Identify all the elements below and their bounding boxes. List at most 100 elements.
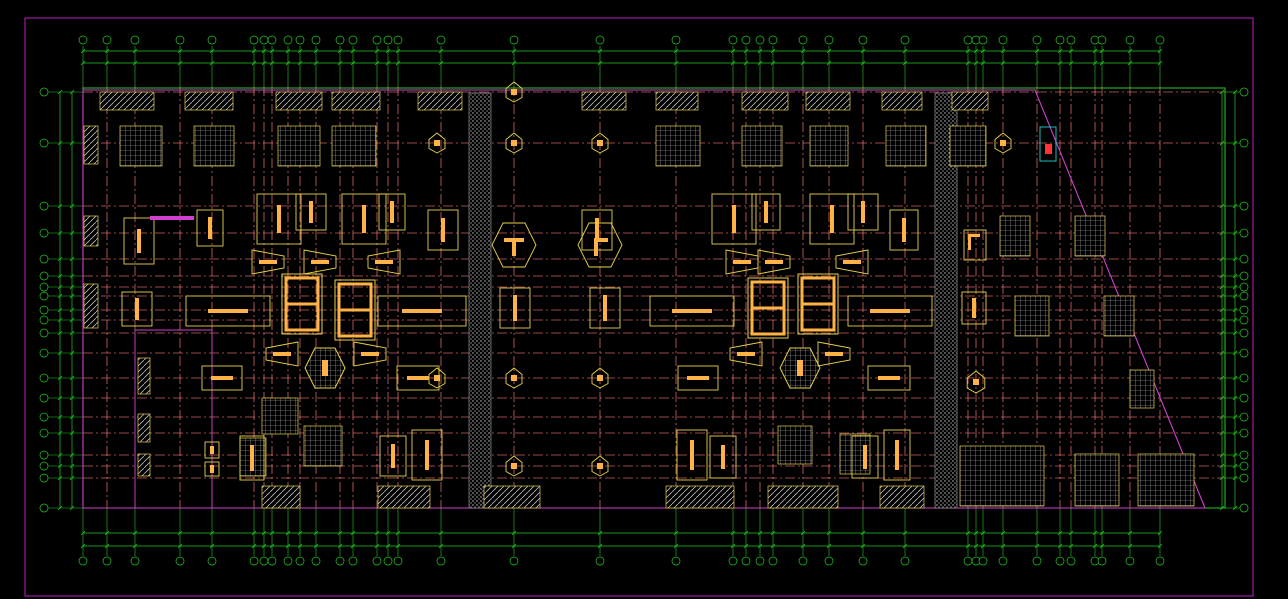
axis-bubble bbox=[259, 556, 269, 566]
dim-tick bbox=[69, 273, 75, 279]
column bbox=[1000, 140, 1006, 146]
footing-rect bbox=[589, 287, 621, 329]
axis-bubble bbox=[595, 35, 605, 45]
footing-rect bbox=[847, 295, 933, 327]
dim-tick bbox=[980, 48, 986, 54]
dim-tick bbox=[385, 48, 391, 54]
dim-tick bbox=[1219, 307, 1225, 313]
axis-bubble bbox=[728, 35, 738, 45]
column bbox=[797, 360, 803, 376]
dim-tick bbox=[350, 543, 356, 549]
dim-tick bbox=[1219, 284, 1225, 290]
dim-tick bbox=[269, 48, 275, 54]
dim-tick bbox=[350, 530, 356, 536]
pile-cap bbox=[303, 425, 343, 467]
axis-bubble bbox=[130, 556, 140, 566]
axis-bubble bbox=[755, 556, 765, 566]
dim-tick bbox=[285, 48, 291, 54]
dim-tick bbox=[1099, 48, 1105, 54]
wall-block-top bbox=[805, 91, 851, 111]
detail-box bbox=[1039, 126, 1057, 162]
axis-bubble bbox=[963, 556, 973, 566]
footing-rect bbox=[295, 193, 327, 231]
dim-tick bbox=[860, 543, 866, 549]
pile-cap bbox=[741, 125, 783, 167]
pile-cap bbox=[1129, 369, 1155, 409]
column-l-stem bbox=[594, 238, 598, 256]
axis-bubble bbox=[295, 556, 305, 566]
dim-tick bbox=[261, 60, 267, 66]
axis-bubble bbox=[755, 35, 765, 45]
dim-tick bbox=[57, 140, 63, 146]
axis-bubble bbox=[39, 254, 49, 264]
column bbox=[765, 260, 783, 264]
dim-tick bbox=[1219, 414, 1225, 420]
dim-tick bbox=[1068, 543, 1074, 549]
dim-tick bbox=[69, 475, 75, 481]
pile-cap bbox=[261, 397, 299, 435]
column bbox=[441, 218, 445, 242]
axis-bubble bbox=[39, 461, 49, 471]
footing-trapezoid bbox=[729, 341, 763, 367]
dim-tick bbox=[973, 60, 979, 66]
axis-bubble bbox=[1239, 473, 1249, 483]
dim-tick bbox=[511, 48, 517, 54]
column bbox=[511, 463, 517, 469]
dim-tick bbox=[770, 530, 776, 536]
footing-hex-large bbox=[577, 222, 623, 268]
dim-tick bbox=[104, 543, 110, 549]
axis-bubble bbox=[39, 393, 49, 403]
dim-tick bbox=[1232, 203, 1238, 209]
column-l-top bbox=[594, 238, 608, 242]
dim-tick bbox=[80, 60, 86, 66]
dim-tick bbox=[730, 48, 736, 54]
footing-rect bbox=[396, 365, 440, 391]
dim-tick bbox=[511, 543, 517, 549]
dim-tick bbox=[69, 140, 75, 146]
axis-bubble bbox=[509, 35, 519, 45]
core-outline bbox=[334, 279, 376, 341]
dim-tick bbox=[297, 543, 303, 549]
dim-tick bbox=[1000, 48, 1006, 54]
footing-rect bbox=[499, 287, 531, 329]
dim-tick bbox=[826, 543, 832, 549]
wall-block-side bbox=[137, 357, 151, 395]
dim-tick bbox=[902, 530, 908, 536]
dim-tick bbox=[57, 317, 63, 323]
dim-tick bbox=[69, 203, 75, 209]
dim-tick bbox=[1092, 48, 1098, 54]
column bbox=[434, 140, 440, 146]
column bbox=[425, 440, 429, 470]
dim-tick bbox=[269, 60, 275, 66]
dim-tick bbox=[313, 48, 319, 54]
dim-tick bbox=[597, 48, 603, 54]
dim-tick bbox=[57, 293, 63, 299]
dim-tick bbox=[1232, 256, 1238, 262]
axis-bubble bbox=[207, 35, 217, 45]
axis-bubble bbox=[348, 556, 358, 566]
dim-tick bbox=[69, 256, 75, 262]
dim-tick bbox=[770, 48, 776, 54]
dim-tick bbox=[395, 48, 401, 54]
footing-hex bbox=[505, 132, 523, 154]
footing-rect bbox=[427, 209, 459, 251]
footing-rect bbox=[961, 291, 987, 325]
dim-tick bbox=[69, 230, 75, 236]
column bbox=[968, 234, 980, 237]
axis-bubble bbox=[39, 228, 49, 238]
axis-bubble bbox=[1239, 393, 1249, 403]
footing-rect bbox=[201, 365, 243, 391]
wall-block-top bbox=[275, 91, 323, 111]
sheet-frame bbox=[24, 17, 1254, 597]
footing-rect bbox=[847, 193, 879, 231]
axis-bubble bbox=[249, 35, 259, 45]
dim-tick bbox=[1068, 60, 1074, 66]
dim-tick bbox=[69, 350, 75, 356]
column bbox=[250, 445, 254, 471]
axis-bubble bbox=[671, 556, 681, 566]
axis-bubble bbox=[372, 35, 382, 45]
dim-tick bbox=[973, 48, 979, 54]
wall-block-side bbox=[137, 453, 151, 477]
wall-block-top bbox=[331, 91, 381, 111]
dim-tick bbox=[438, 48, 444, 54]
